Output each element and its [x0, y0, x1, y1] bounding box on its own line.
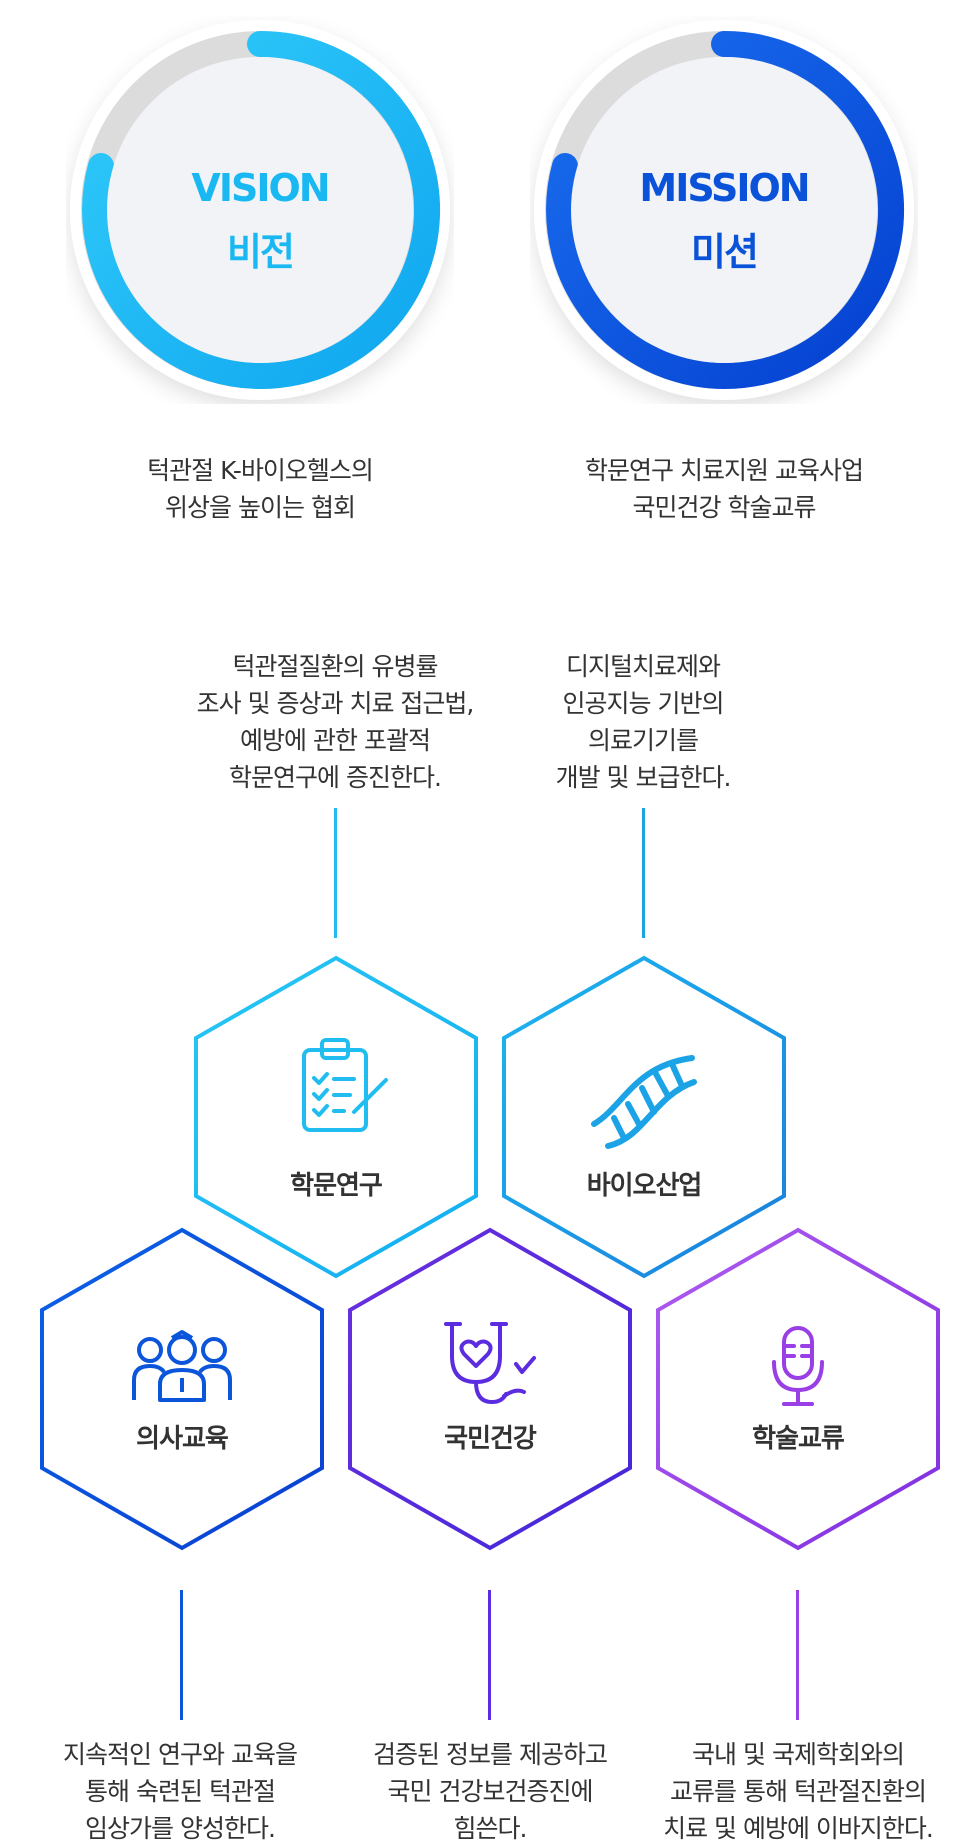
exchange-connector-line [796, 1590, 799, 1720]
health-connector-line [488, 1590, 491, 1720]
area-research-description: 턱관절질환의 유병률 조사 및 증상과 치료 접근법, 예방에 관한 포괄적 학… [170, 648, 500, 796]
mission-desc-line: 국민건강 학술교류 [632, 493, 817, 522]
area-health-label: 국민건강 [444, 1424, 537, 1454]
desc-line: 힘쓴다. [453, 1814, 528, 1843]
desc-line: 턱관절질환의 유병률 [232, 652, 439, 681]
desc-line: 국민 건강보건증진에 [387, 1777, 594, 1806]
mission-description: 학문연구 치료지원 교육사업 국민건강 학술교류 [530, 452, 918, 526]
vision-desc-line: 턱관절 K-바이오헬스의 [147, 456, 374, 485]
doctors-group-icon [132, 1330, 232, 1402]
hexagon-research [194, 955, 478, 1279]
desc-line: 조사 및 증상과 치료 접근법, [196, 689, 475, 718]
research-connector-line [334, 808, 337, 938]
desc-line: 교류를 통해 턱관절진환의 [670, 1777, 927, 1806]
dna-icon [591, 1055, 697, 1149]
desc-line: 개발 및 보급한다. [555, 763, 732, 792]
vision-circle: VISION 비전 [66, 16, 454, 404]
vision-description: 턱관절 K-바이오헬스의 위상을 높이는 협회 [66, 452, 454, 526]
mission-desc-line: 학문연구 치료지원 교육사업 [585, 456, 864, 485]
area-health-description: 검증된 정보를 제공하고 국민 건강보건증진에 힘쓴다. [340, 1736, 640, 1847]
area-exchange-label: 학술교류 [752, 1424, 845, 1454]
microphone-icon [772, 1326, 824, 1406]
hexagon-health [348, 1227, 632, 1551]
desc-line: 디지털치료제와 [565, 652, 721, 681]
bio-connector-line [642, 808, 645, 938]
desc-line: 국내 및 국제학회와의 [692, 1740, 905, 1769]
area-research-label: 학문연구 [290, 1171, 383, 1201]
clipboard-check-icon [302, 1038, 388, 1132]
vision-title-en: VISION [191, 166, 330, 210]
desc-line: 지속적인 연구와 교육을 [63, 1740, 298, 1769]
mission-title-en: MISSION [639, 166, 810, 210]
area-bio-label: 바이오산업 [586, 1171, 703, 1201]
vision-desc-line: 위상을 높이는 협회 [165, 493, 356, 522]
mission-circle: MISSION 미션 [530, 16, 918, 404]
desc-line: 예방에 관한 포괄적 [240, 726, 431, 755]
desc-line: 의료기기를 [587, 726, 699, 755]
desc-line: 인공지능 기반의 [562, 689, 725, 718]
desc-line: 통해 숙련된 턱관절 [85, 1777, 276, 1806]
stethoscope-heart-icon [444, 1322, 536, 1404]
desc-line: 학문연구에 증진한다. [229, 763, 442, 792]
area-bio-description: 디지털치료제와 인공지능 기반의 의료기기를 개발 및 보급한다. [488, 648, 798, 796]
desc-line: 치료 및 예방에 이바지한다. [663, 1814, 934, 1843]
desc-line: 검증된 정보를 제공하고 [373, 1740, 608, 1769]
area-education-description: 지속적인 연구와 교육을 통해 숙련된 턱관절 임상가를 양성한다. [28, 1736, 332, 1847]
hexagon-bio [502, 955, 786, 1279]
hexagon-exchange [656, 1227, 940, 1551]
desc-line: 임상가를 양성한다. [85, 1814, 276, 1843]
area-exchange-description: 국내 및 국제학회와의 교류를 통해 턱관절진환의 치료 및 예방에 이바지한다… [640, 1736, 956, 1847]
hexagon-education [40, 1227, 324, 1551]
area-education-label: 의사교육 [136, 1424, 229, 1454]
vision-title-ko: 비전 [227, 230, 295, 274]
education-connector-line [180, 1590, 183, 1720]
mission-title-ko: 미션 [691, 230, 759, 274]
